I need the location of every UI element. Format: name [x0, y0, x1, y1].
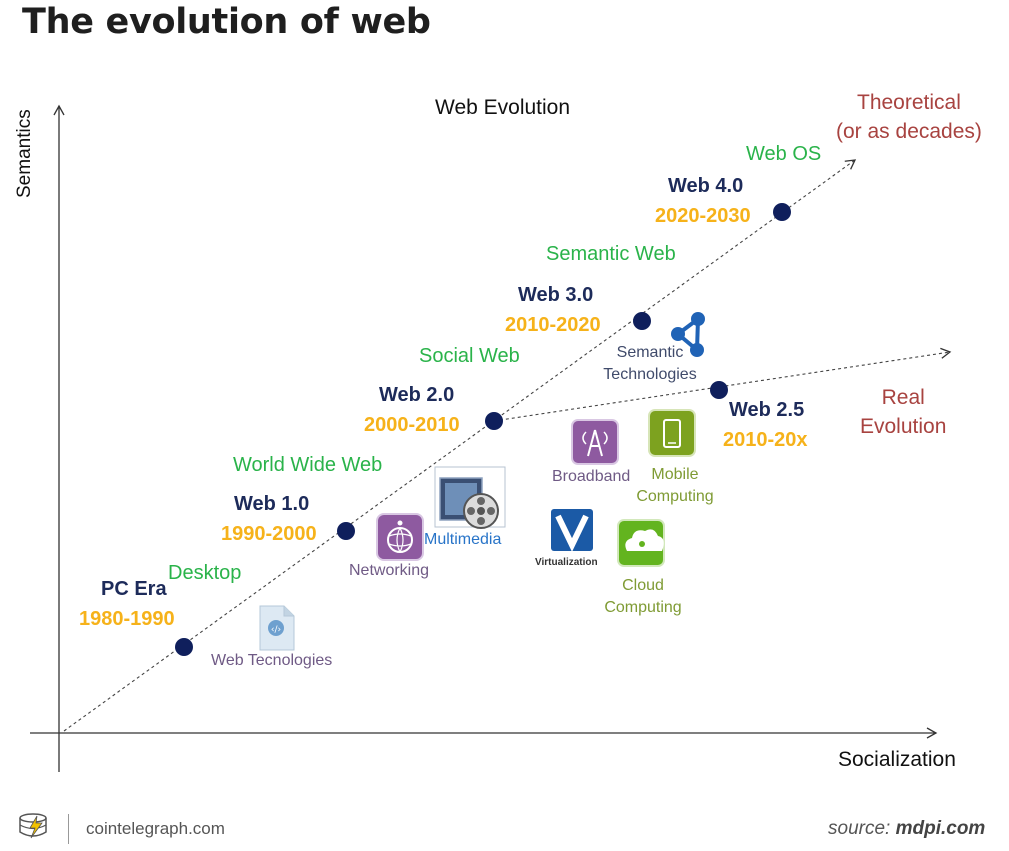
cloud-icon: [617, 519, 665, 567]
era-name-pc: PC Era: [101, 578, 167, 600]
x-axis-label: Socialization: [838, 748, 956, 771]
era-years-pc: 1980-1990: [79, 608, 175, 630]
tech-label-mobile: Mobile Computing: [631, 464, 719, 508]
point-web-3: [633, 312, 651, 330]
era-name-web1: Web 1.0: [234, 493, 310, 515]
era-label-webos: Web OS: [746, 143, 822, 165]
era-label-desktop: Desktop: [168, 562, 242, 584]
tech-label-semantic: Semantic Technologies: [598, 342, 702, 386]
tech-label-networking: Networking: [349, 562, 430, 579]
point-web-4: [773, 203, 791, 221]
mobile-icon: [648, 409, 696, 457]
era-years-web3: 2010-2020: [505, 314, 601, 336]
web-document-icon: ‹/›: [259, 605, 295, 651]
point-pc-era: [175, 638, 193, 656]
theoretical-label: Theoretical (or as decades): [836, 88, 982, 146]
source-site: mdpi.com: [895, 818, 986, 839]
broadband-icon: [571, 419, 619, 465]
tech-label-cloud-line2: Computing: [604, 599, 682, 616]
y-axis-label: Semantics: [14, 109, 35, 198]
tech-label-multimedia: Multimedia: [424, 531, 502, 548]
diagram-title: Web Evolution: [435, 96, 571, 119]
tech-label-broadband: Broadband: [552, 468, 631, 485]
point-web-2: [485, 412, 503, 430]
page-title: The evolution of web: [22, 2, 431, 42]
theoretical-label-line1: Theoretical: [857, 91, 961, 114]
real-evolution-label-line2: Evolution: [860, 415, 947, 438]
footer-brand: cointelegraph.com: [86, 819, 225, 838]
real-evolution-label-line1: Real: [881, 386, 925, 409]
tech-label-cloud: Cloud Computing: [599, 575, 687, 619]
era-name-web25: Web 2.5: [729, 399, 805, 421]
era-years-web1: 1990-2000: [221, 523, 317, 545]
multimedia-icon: [434, 466, 506, 529]
tech-label-cloud-line1: Cloud: [622, 577, 664, 594]
cointelegraph-logo-icon: [19, 813, 47, 839]
virtualization-icon: [551, 509, 593, 552]
tech-label-mobile-line2: Computing: [636, 488, 714, 505]
tech-label-web-tecnologies: Web Tecnologies: [211, 652, 333, 669]
footer-source: source: mdpi.com: [828, 818, 985, 840]
svg-text:‹/›: ‹/›: [271, 625, 281, 635]
tech-label-semantic-line2: Technologies: [603, 366, 697, 383]
era-label-semantic: Semantic Web: [546, 243, 676, 265]
source-prefix: source:: [828, 818, 891, 839]
era-years-web4: 2020-2030: [655, 205, 751, 227]
networking-icon: [376, 513, 424, 561]
era-years-web25: 2010-20x: [723, 429, 808, 451]
footer-divider: [68, 814, 69, 844]
theoretical-line: [63, 159, 857, 732]
tech-label-virtualization: Virtualization: [535, 557, 598, 568]
real-evolution-label: Real Evolution: [860, 383, 946, 441]
era-name-web3: Web 3.0: [518, 284, 594, 306]
era-name-web2: Web 2.0: [379, 384, 455, 406]
point-web-1: [337, 522, 355, 540]
era-years-web2: 2000-2010: [364, 414, 460, 436]
theoretical-label-line2: (or as decades): [836, 120, 982, 143]
point-web-2-5: [710, 381, 728, 399]
era-name-web4: Web 4.0: [668, 175, 744, 197]
era-label-www: World Wide Web: [233, 454, 383, 476]
tech-label-mobile-line1: Mobile: [651, 466, 699, 483]
tech-label-semantic-line1: Semantic: [616, 344, 684, 361]
semantic-network-icon: [671, 312, 705, 357]
era-label-social: Social Web: [419, 345, 520, 367]
